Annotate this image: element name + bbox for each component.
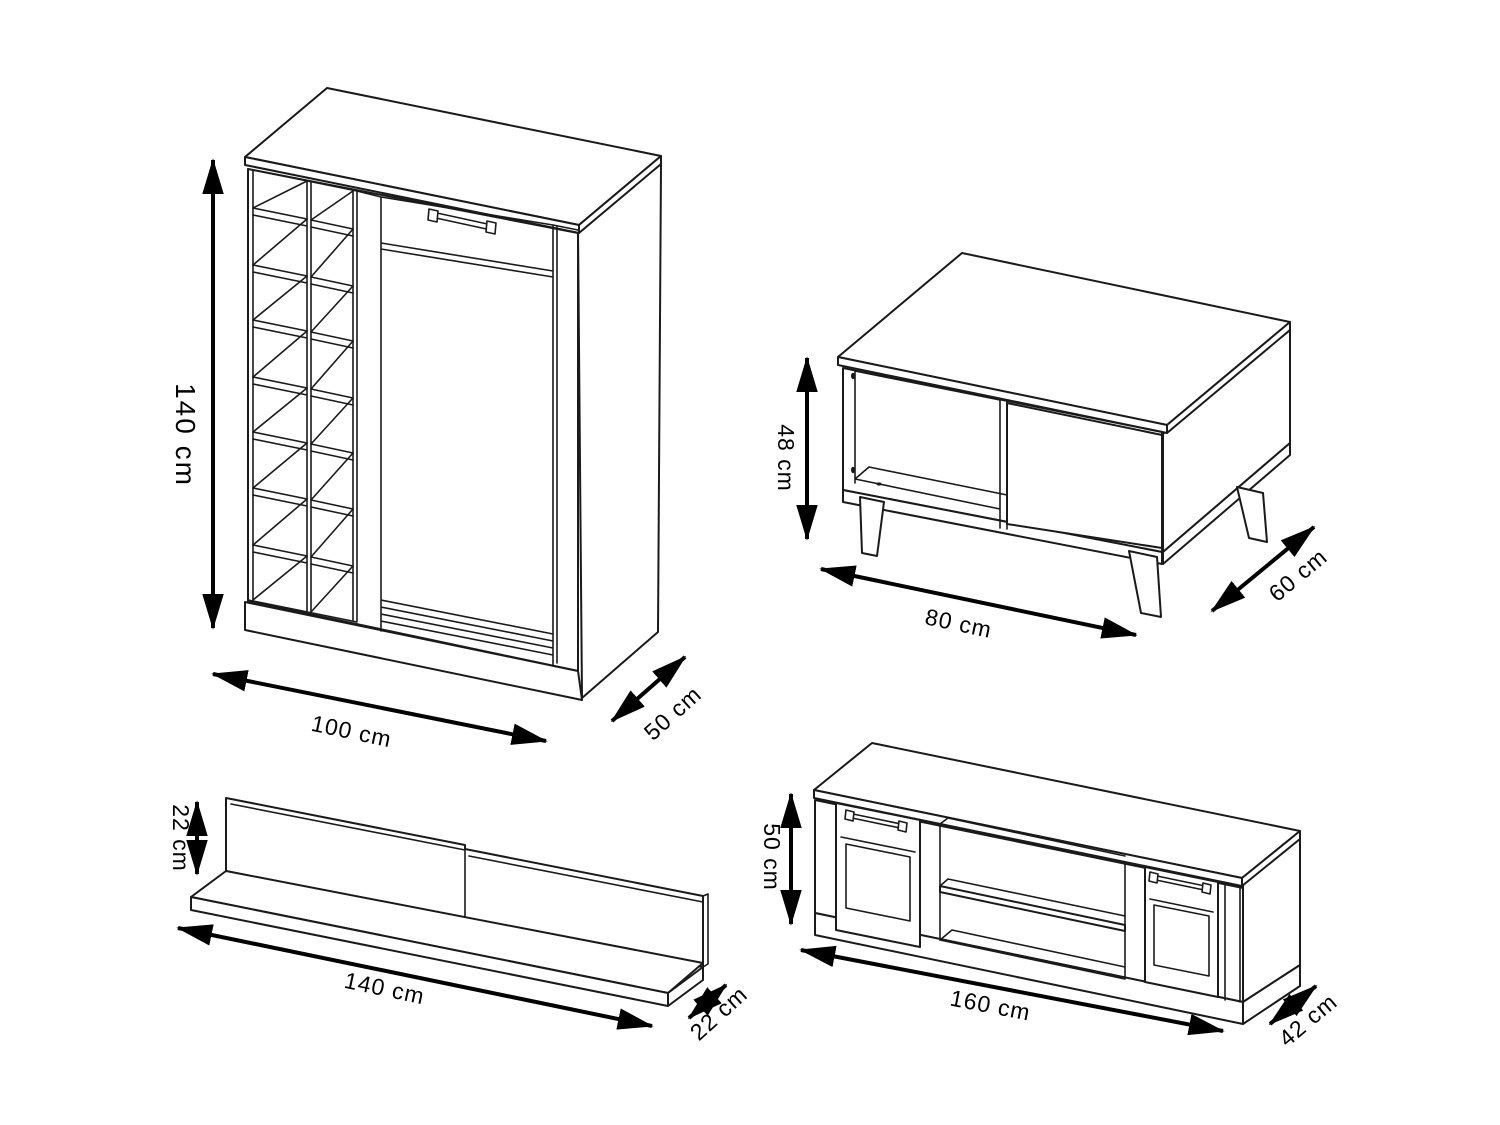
cabinet-side-panel	[577, 163, 662, 699]
wall-shelf-back-panel-details	[230, 803, 709, 968]
coffee-table-leg-front-right	[1128, 550, 1162, 618]
cabinet-door-handle	[427, 208, 497, 235]
coffee-table-width-dimension-label: 80 cm	[923, 603, 995, 642]
tv-stand-left-door-handle	[844, 809, 908, 833]
coffee-table-depth-dimension-arrow	[1210, 525, 1316, 613]
screw-hole	[851, 372, 855, 380]
tv-stand-right-door-handle	[1148, 871, 1212, 895]
coffee-table-side-strip	[1162, 442, 1291, 565]
cabinet-door	[356, 190, 579, 667]
tv-stand-drawing: 50 cm 160 cm 42 cm	[759, 742, 1342, 1052]
cabinet-height-dimension-label: 140 cm	[170, 383, 201, 487]
wall-shelf-depth-dimension-arrow	[687, 983, 728, 1020]
tv-stand-middle-shelf-top-edge	[939, 878, 1126, 917]
cabinet-width-dimension-label: 100 cm	[309, 710, 394, 752]
wall-shelf-height-dimension-label: 22 cm	[168, 804, 194, 872]
coffee-table-leg-back-right	[1236, 486, 1268, 543]
tv-stand-depth-dimension-arrow	[1268, 984, 1318, 1026]
wine-rack-diagonals-right	[310, 190, 354, 613]
wall-shelf-board-end	[667, 966, 704, 1007]
tv-stand-height-dimension-label: 50 cm	[759, 823, 785, 891]
wine-rack-diagonals-left	[252, 180, 308, 601]
screw-hole	[876, 482, 882, 486]
coffee-table-top-edge-right	[1166, 321, 1291, 434]
coffee-table-open-compartment	[854, 369, 1013, 530]
coffee-table-width-dimension-arrow	[819, 565, 1138, 639]
coffee-table-leg-front-left	[859, 496, 885, 557]
wall-shelf-width-dimension-arrow	[176, 924, 654, 1030]
coffee-table-depth-dimension-label: 60 cm	[1264, 543, 1333, 606]
tv-stand-left-door-panel	[840, 836, 916, 922]
coffee-table-drawing: 48 cm 80 cm 60 cm	[773, 252, 1333, 643]
cabinet-drawing: 140 cm 100 cm 50 cm	[170, 87, 706, 752]
cabinet-depth-dimension-arrow	[610, 655, 687, 723]
cabinet-width-dimension-arrow	[211, 670, 548, 745]
tv-stand-width-dimension-arrow	[799, 945, 1225, 1036]
wine-rack-shelves-left	[252, 207, 308, 564]
tv-stand-frame-stiles	[919, 819, 1241, 1003]
cabinet-front-face	[247, 168, 579, 672]
cabinet-top-edge-right	[578, 155, 662, 234]
screw-hole	[851, 466, 855, 474]
coffee-table-right-panel	[1006, 402, 1163, 549]
wine-rack-shelves-right	[310, 219, 354, 574]
coffee-table-height-dimension-label: 48 cm	[773, 424, 799, 492]
wall-shelf-drawing: 22 cm 140 cm 22 cm	[168, 797, 752, 1045]
tv-stand-top-edge-right	[1241, 830, 1301, 887]
tv-stand-middle-shelf	[939, 885, 1126, 932]
wall-shelf-width-dimension-label: 140 cm	[342, 967, 427, 1009]
